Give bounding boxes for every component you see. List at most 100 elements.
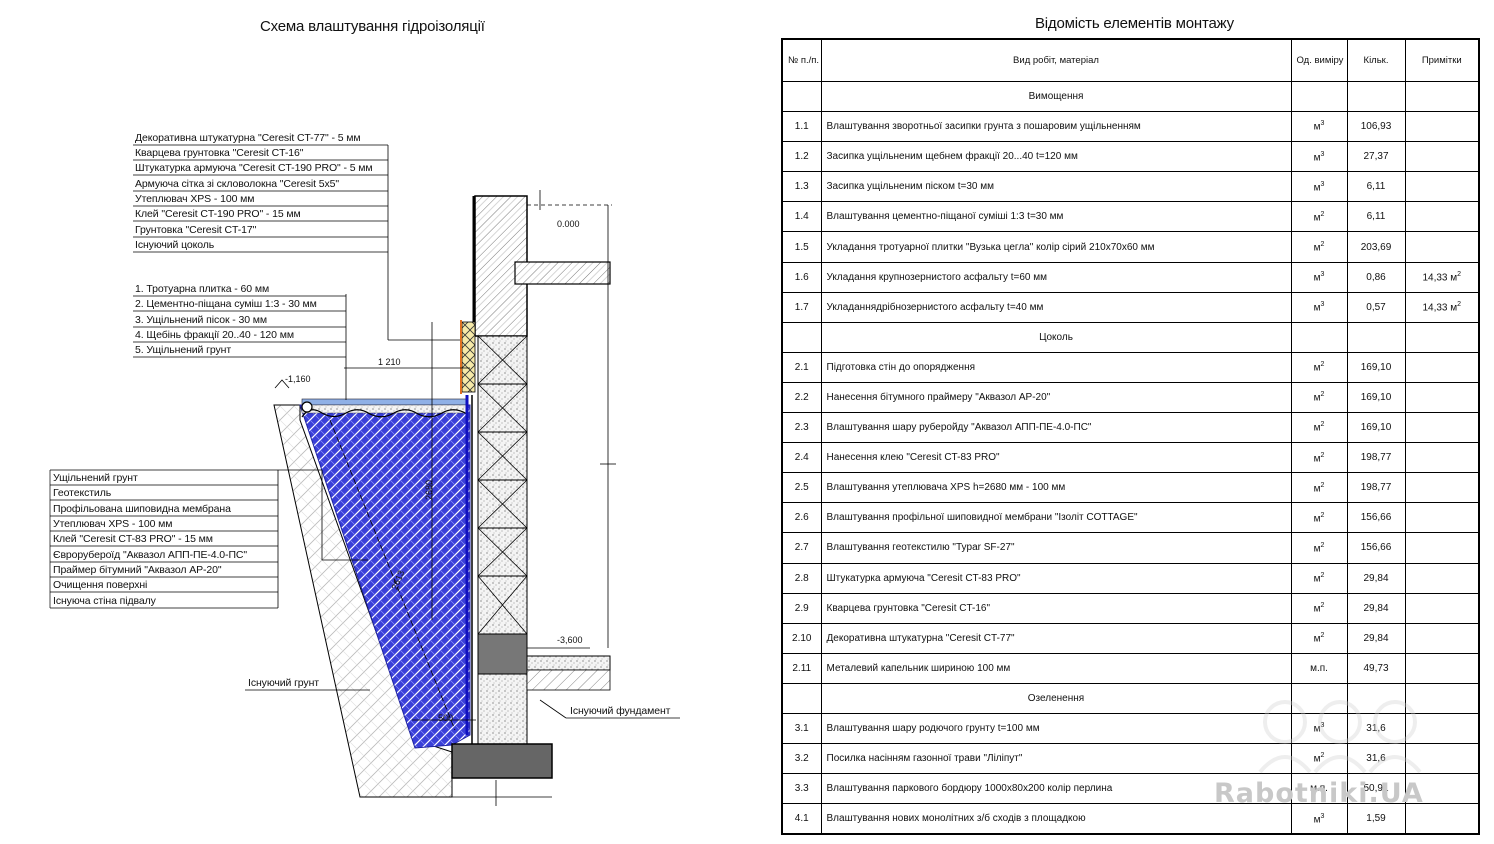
row-name: Вимощення xyxy=(820,80,1292,113)
row-num xyxy=(781,682,822,714)
row-unit: м2 xyxy=(1290,622,1348,654)
row-qty: 29,84 xyxy=(1346,622,1406,654)
table-section-row: Вимощення xyxy=(781,80,1480,113)
row-qty: 29,84 xyxy=(1346,592,1406,624)
row-note xyxy=(1404,592,1480,624)
existing-foundation-label: Існуючий фундамент xyxy=(570,705,671,717)
wall-layer-label: Штукатурка армуюча "Ceresit CT-190 PRO" … xyxy=(135,162,373,174)
wall-layer-label: Кварцева грунтовка "Ceresit CT-16" xyxy=(135,147,304,159)
row-unit: м.п. xyxy=(1290,773,1348,805)
row-unit: м3 xyxy=(1290,111,1348,143)
wall-layer-label: Армуюча сітка зі скловолокна "Ceresit 5х… xyxy=(135,178,340,190)
row-name: Підготовка стін до опорядження xyxy=(820,351,1292,383)
header-num: № п./п. xyxy=(781,38,822,82)
row-note xyxy=(1404,652,1480,684)
row-qty: 156,66 xyxy=(1346,532,1406,564)
wall-layer-label: Клей "Ceresit CT-190 PRO" - 15 мм xyxy=(135,208,301,220)
row-num: 1.5 xyxy=(781,231,822,263)
basement-layer-label: Існуюча стіна підвалу xyxy=(53,595,156,607)
waterproofing-section-drawing xyxy=(49,144,680,806)
row-note xyxy=(1404,442,1480,474)
row-note xyxy=(1404,111,1480,143)
row-name: Декоративна штукатурна "Ceresit CT-77" xyxy=(820,622,1292,654)
row-unit: м.п. xyxy=(1290,652,1348,684)
row-qty: 50,91 xyxy=(1346,773,1406,805)
row-unit xyxy=(1290,321,1348,353)
header-note: Примітки xyxy=(1404,38,1480,82)
table-title: Відомість елементів монтажу xyxy=(1035,15,1234,32)
row-qty: 6,11 xyxy=(1346,201,1406,233)
row-num: 2.4 xyxy=(781,442,822,474)
width-1210-dim: 1 210 xyxy=(378,357,401,367)
wall-layer-label: Утеплювач XPS - 100 мм xyxy=(135,193,255,205)
row-unit: м2 xyxy=(1290,201,1348,233)
watermark-text: Rabotniki.UA xyxy=(1214,778,1424,809)
row-name: Влаштування паркового бордюру 1000х80х20… xyxy=(820,773,1292,805)
row-num: 4.1 xyxy=(781,803,822,835)
row-note xyxy=(1404,472,1480,504)
row-num: 2.2 xyxy=(781,381,822,414)
height-2680-dim: 2680 xyxy=(424,479,435,501)
row-name: Укладання тротуарної плитки "Вузька цегл… xyxy=(820,231,1292,263)
row-qty: 198,77 xyxy=(1346,442,1406,474)
row-qty: 169,10 xyxy=(1346,412,1406,444)
scheme-title: Схема влаштування гідроізоляції xyxy=(260,18,485,35)
row-note xyxy=(1404,682,1480,714)
row-note xyxy=(1404,351,1480,383)
row-num: 2.6 xyxy=(781,502,822,534)
row-unit: м2 xyxy=(1290,562,1348,594)
width-500-dim: 500 xyxy=(438,713,454,723)
row-note xyxy=(1404,80,1480,113)
level-minus-1160-mark: -1,160 xyxy=(285,374,311,384)
level-zero-mark: 0.000 xyxy=(557,219,580,229)
row-name: Нанесення бітумного праймеру "Аквазол АР… xyxy=(820,381,1292,414)
row-note xyxy=(1404,502,1480,534)
row-name: Влаштування шару руберойду "Аквазол АПП-… xyxy=(820,412,1292,444)
row-note xyxy=(1404,622,1480,654)
spec-table: № п./п. Вид робіт, матеріал Од. виміру К… xyxy=(781,38,1480,836)
row-num: 3.1 xyxy=(781,712,822,745)
row-unit: м2 xyxy=(1290,351,1348,383)
basement-layer-label: Очищення поверхні xyxy=(53,579,148,591)
row-num xyxy=(781,80,822,113)
row-unit: м3 xyxy=(1290,803,1348,835)
row-name: Влаштування профільної шиповидної мембра… xyxy=(820,502,1292,534)
row-num: 2.11 xyxy=(781,652,822,684)
row-unit: м3 xyxy=(1290,261,1348,293)
row-num: 2.10 xyxy=(781,622,822,654)
row-note xyxy=(1404,141,1480,173)
header-name: Вид робіт, матеріал xyxy=(820,38,1292,82)
row-num: 1.2 xyxy=(781,141,822,173)
row-name: Озеленення xyxy=(820,682,1292,714)
row-note xyxy=(1404,773,1480,805)
row-name: Укладаннядрібнозернистого асфальту t=40 … xyxy=(820,291,1292,323)
row-unit: м3 xyxy=(1290,141,1348,173)
row-num: 1.3 xyxy=(781,171,822,203)
row-unit: м2 xyxy=(1290,743,1348,775)
row-note xyxy=(1404,562,1480,594)
row-name: Металевий капельник шириною 100 мм xyxy=(820,652,1292,684)
row-unit: м2 xyxy=(1290,502,1348,534)
row-qty: 169,10 xyxy=(1346,381,1406,414)
row-num: 3.3 xyxy=(781,773,822,805)
row-num: 1.6 xyxy=(781,261,822,293)
row-num: 2.9 xyxy=(781,592,822,624)
header-qty: Кільк. xyxy=(1346,38,1406,82)
row-name: Штукатурка армуюча "Ceresit CT-83 PRO" xyxy=(820,562,1292,594)
row-qty: 6,11 xyxy=(1346,171,1406,203)
row-unit: м3 xyxy=(1290,291,1348,323)
level-minus-3600-mark: -3,600 xyxy=(557,635,583,645)
row-qty: 198,77 xyxy=(1346,472,1406,504)
row-num: 2.1 xyxy=(781,351,822,383)
wall-layer-label: Грунтовка "Ceresit CT-17" xyxy=(135,224,257,236)
row-name: Засипка ущільненим щебнем фракції 20...4… xyxy=(820,141,1292,173)
